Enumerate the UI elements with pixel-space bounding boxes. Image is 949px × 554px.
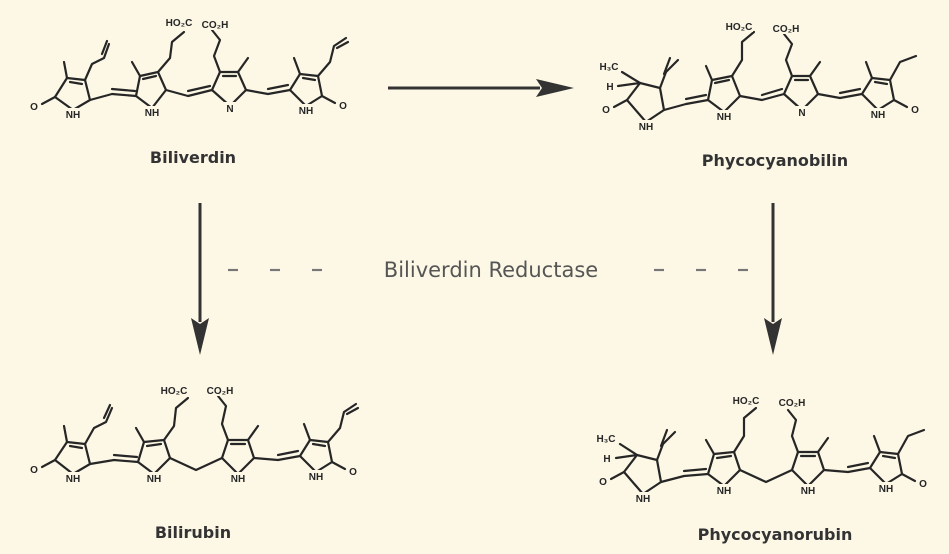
biliverdin-name: Biliverdin [150,148,236,167]
phycocyanobilin-nh-1: NH [639,122,653,133]
phycocyanorubin-name: Phycocyanorubin [698,525,853,544]
bilirubin-oxygen-right: O [349,467,357,478]
biliverdin-nh-4: NH [299,106,313,117]
phycocyanobilin-hydrogen-label: H [606,82,613,93]
phycocyanobilin-nh-2: NH [717,112,731,123]
phycocyanobilin-atom-labels: H₃C H HO₂C CO₂H O O NH NH N NH [597,20,921,133]
phycocyanorubin-nh-3: NH [801,486,815,497]
phycocyanorubin-methyl-label: H₃C [596,434,615,445]
biliverdin-oxygen-left: O [30,102,38,113]
bilirubin-nh-1: NH [66,474,80,485]
phycocyanorubin-oxygen-left: O [599,477,607,488]
bilirubin-oxygen-left: O [30,465,38,476]
bilirubin-structure [40,394,360,476]
biliverdin-acid-right-label: CO₂H [202,20,229,31]
phycocyanobilin-n-3: N [798,108,805,119]
arrow-biliverdin-to-phycocyanobilin [388,79,574,97]
phycocyanorubin-nh-4: NH [879,484,893,495]
biliverdin-n-3: N [226,104,233,115]
phycocyanobilin-oxygen-left: O [602,105,610,116]
biliverdin-nh-2: NH [145,108,159,119]
bilirubin-nh-4: NH [309,472,323,483]
biliverdin-atom-labels: HO₂C CO₂H O O NH NH N NH [28,16,349,121]
phycocyanorubin-hydrogen-label: H [603,454,610,465]
phycocyanobilin-structure [612,30,918,124]
phycocyanobilin-name: Phycocyanobilin [702,151,848,170]
phycocyanorubin-atom-labels: H₃C H HO₂C CO₂H O O NH NH NH NH [594,394,929,505]
bilirubin-acid-right-label: CO₂H [207,386,234,397]
phycocyanorubin-nh-2: NH [717,486,731,497]
biliverdin-oxygen-right: O [339,101,347,112]
phycocyanobilin-methyl-label: H₃C [599,62,618,73]
arrow-phycocyanobilin-to-phycocyanorubin [764,203,782,355]
biliverdin-structure [40,28,350,112]
phycocyanorubin-acid-right-label: CO₂H [779,398,806,409]
bilirubin-name: Bilirubin [155,523,231,542]
phycocyanorubin-acid-left-label: HO₂C [733,396,760,407]
bilirubin-acid-left-label: HO₂C [161,386,188,397]
bilirubin-atom-labels: HO₂C CO₂H O O NH NH NH NH [28,384,359,485]
phycocyanorubin-nh-1: NH [636,494,650,505]
enzyme-label: Biliverdin Reductase [384,258,598,282]
phycocyanorubin-structure [609,406,926,496]
phycocyanobilin-oxygen-right: O [911,105,919,116]
phycocyanorubin-oxygen-right: O [919,479,927,490]
bilirubin-nh-2: NH [147,474,161,485]
arrow-biliverdin-to-bilirubin [191,203,209,355]
phycocyanobilin-acid-left-label: HO₂C [726,22,753,33]
biliverdin-acid-left-label: HO₂C [166,18,193,29]
phycocyanobilin-nh-4: NH [871,110,885,121]
bilirubin-nh-3: NH [231,474,245,485]
phycocyanobilin-acid-right-label: CO₂H [773,24,800,35]
biliverdin-nh-1: NH [66,110,80,121]
